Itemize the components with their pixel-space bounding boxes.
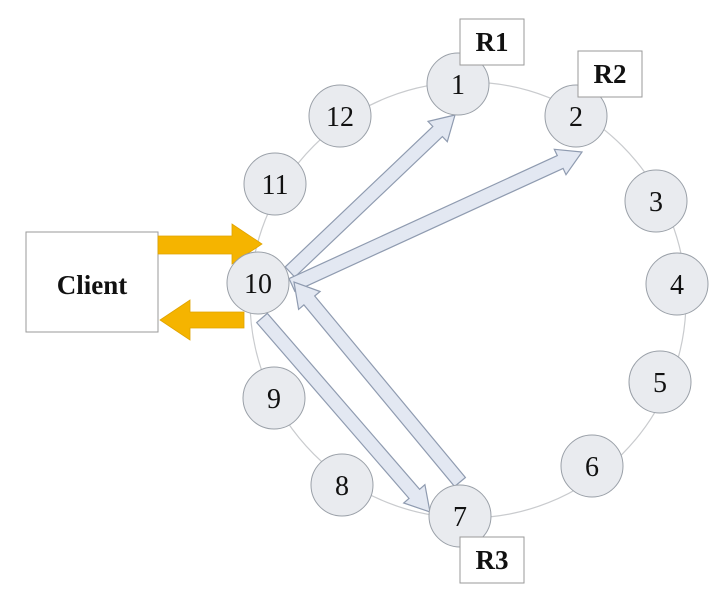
node-number: 4: [670, 270, 684, 301]
replica-label: R1: [476, 27, 509, 57]
replica-arrows: [255, 114, 584, 513]
ring-node-5: 5: [628, 350, 692, 414]
arrow-node10-to-node1: [284, 114, 456, 278]
ring-node-6: 6: [560, 434, 624, 498]
node-number: 12: [326, 102, 354, 133]
node-circle: [624, 169, 688, 233]
node-circle: [310, 453, 374, 517]
node-number: 1: [451, 70, 465, 101]
node-circle: [645, 252, 709, 316]
node-number: 8: [335, 471, 349, 502]
client-label: Client: [57, 270, 128, 300]
ring-node-11: 11: [243, 152, 307, 216]
ring-node-10: 10: [226, 251, 290, 315]
node-circle: [226, 251, 290, 315]
node-circle: [560, 434, 624, 498]
node-circle: [243, 152, 307, 216]
ring-node-8: 8: [310, 453, 374, 517]
node-circle: [628, 350, 692, 414]
arrow-node10-to-node2: [288, 148, 584, 293]
node-number: 9: [267, 384, 281, 415]
replica-label: R2: [594, 59, 627, 89]
node-circle: [544, 84, 608, 148]
node-number: 3: [649, 187, 663, 218]
ring-node-9: 9: [242, 366, 306, 430]
arrow-node10-to-node7: [255, 312, 431, 513]
node-number: 10: [244, 269, 272, 300]
ring-node-4: 4: [645, 252, 709, 316]
replica-box-r1: R1: [459, 18, 525, 66]
arrow-node7-to-node10: [293, 281, 467, 488]
node-circle: [426, 52, 490, 116]
ring-node-12: 12: [308, 84, 372, 148]
node-number: 7: [453, 502, 467, 533]
replica-box-r2: R2: [577, 50, 643, 98]
ring-node-1: 1: [426, 52, 490, 116]
node-number: 11: [262, 170, 289, 201]
node-circle: [242, 366, 306, 430]
client-box: Client: [25, 231, 159, 333]
replica-box-r3: R3: [459, 536, 525, 584]
replica-label: R3: [476, 545, 509, 575]
node-circle: [308, 84, 372, 148]
response-arrow-node-to-client: [159, 299, 245, 341]
node-number: 6: [585, 452, 599, 483]
ring-node-3: 3: [624, 169, 688, 233]
node-number: 2: [569, 102, 583, 133]
node-number: 5: [653, 368, 667, 399]
ring-node-2: 2: [544, 84, 608, 148]
